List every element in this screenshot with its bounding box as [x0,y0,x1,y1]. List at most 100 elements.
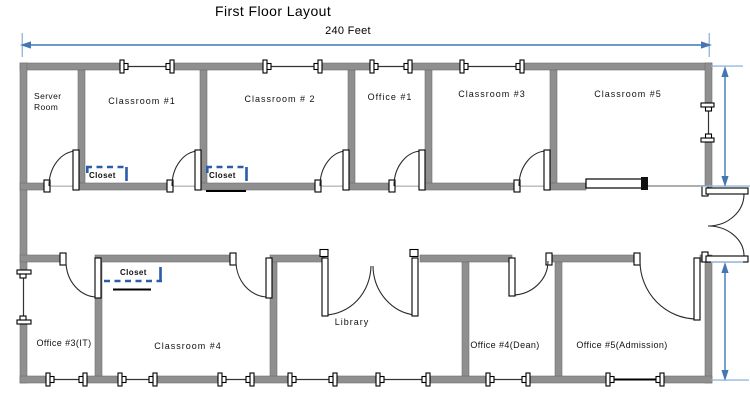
extension-tick [711,65,743,67]
window-cap [313,62,319,71]
window-cap [403,62,409,71]
wall-segment [661,375,713,384]
wall-segment [549,69,558,184]
arrowhead-down [721,370,729,381]
door-threshold [318,185,348,187]
wall-segment [199,182,319,191]
window-cap [287,372,293,387]
door-swing-arc [511,260,549,296]
room-label-library: Library [334,317,370,327]
door-swing-arc [372,265,416,316]
double-door-library [319,248,419,317]
window-cap [425,372,431,387]
door-stop [388,179,396,193]
wall-segment [549,182,587,191]
outer-walls [19,62,713,384]
door-leaf [705,255,749,263]
door-server-room [43,149,80,193]
door-stop [314,179,322,193]
window-cap [221,375,227,384]
door-swing-arc [707,193,745,227]
closet-classroom-1 [86,165,128,181]
window-symbols-top [119,59,525,74]
window-cap [489,375,495,384]
room-label-office-4: Office #4(Dean) [470,340,540,350]
dimension-vertical-top-right [700,65,750,187]
window-cap [19,273,27,279]
wall-segment [19,321,28,384]
wall-segment [461,261,470,377]
wall-segment [77,182,171,191]
window-cap [49,375,55,384]
door-leaf [94,257,102,299]
sliding-door-classroom-5 [585,177,705,190]
window-cap [19,315,27,321]
interior-walls [19,69,713,377]
window-cap [328,375,334,384]
window-cap [245,375,251,384]
closet-label-1: Closet [89,171,116,180]
door-stop [545,252,553,266]
wall-segment [171,62,266,71]
wall-segment [19,62,123,71]
closet-classroom-4 [104,267,162,291]
wall-segment [84,375,121,384]
door-leaf [72,149,80,191]
window-cap [521,375,527,384]
door-leaf [693,257,701,321]
window-cap [123,62,129,71]
room-label-classroom-2: Classroom # 2 [244,94,316,104]
window-cap [704,106,713,112]
window-cap [463,62,469,71]
window-cap [373,62,379,71]
door-leaf [321,257,329,317]
window-cap [655,375,661,384]
door-threshold [392,185,425,187]
page-title: First Floor Layout [215,3,332,19]
sliding-door-panel [585,178,647,189]
window-cap [148,375,154,384]
window-cap [217,372,223,387]
window-cap [485,372,491,387]
wall-thin-line [648,185,705,187]
dimension-horizontal-240ft [20,33,712,57]
door-swing-arc [65,259,99,298]
window-cap [700,102,715,108]
extension-tick [711,379,749,381]
window-cap [659,372,665,387]
wall-segment [704,62,713,106]
closet-label-2: Closet [209,171,236,180]
window-cap [249,372,255,387]
door-swing-arc [707,225,745,257]
door-swing-arc [393,150,423,187]
room-label-office-3: Office #3(IT) [36,338,92,348]
wall-segment [424,182,518,191]
door-leaf [411,257,419,317]
room-label-classroom-3: Classroom #3 [458,89,526,99]
entrance-double-door [701,185,749,263]
wall-segment [521,62,713,71]
arrowhead-up [721,262,729,273]
door-leaf [194,149,202,191]
window-cap [169,59,175,74]
door-stop [59,252,67,266]
window-cap [375,372,381,387]
door-stop [166,179,174,193]
door-leaf [705,187,749,195]
wall-segment [319,62,373,71]
room-label-office-5: Office #5(Admission) [576,340,668,350]
extension-tick [711,261,743,263]
door-leaf [543,149,551,191]
door-swing-arc [171,150,199,187]
window-cap [407,59,413,74]
door-threshold [517,185,550,187]
window-cap [525,372,531,387]
wall-segment [424,69,433,184]
arrowhead-left [20,41,31,49]
wall-segment [19,182,48,191]
door-stop [513,179,521,193]
wall-segment [409,62,463,71]
sliding-door-cap [641,177,648,190]
window-cap [459,59,465,74]
